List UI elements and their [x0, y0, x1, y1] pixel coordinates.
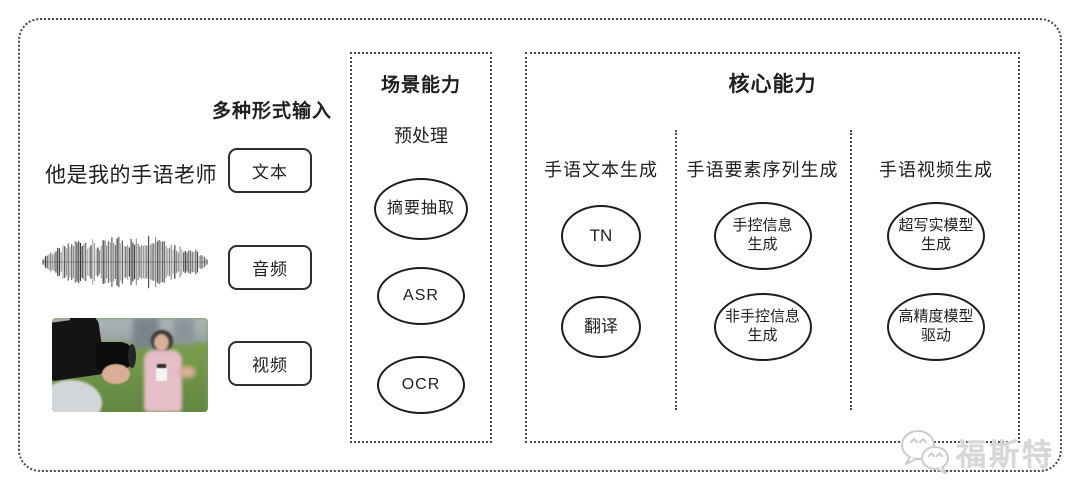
node-translation: 翻译: [561, 296, 641, 358]
photo-reporter-body: [144, 350, 182, 412]
node-label-line2: 生成: [920, 236, 951, 253]
node-manual-info-generation: 手控信息 生成: [713, 202, 812, 270]
input-type-label: 文本: [252, 163, 288, 182]
node-label-line1: 高精度模型: [898, 308, 974, 326]
photo-microphone-top: [157, 364, 166, 369]
column-sign-element-sequence-generation: 手语要素序列生成 手控信息 生成 非手控信息 生成: [675, 54, 850, 441]
scene-capability-box: 场景能力 预处理 摘要抽取 ASR OCR: [350, 52, 492, 443]
node-label: 翻译: [584, 317, 618, 337]
node-label-line2: 驱动: [920, 327, 951, 344]
node-label-line1: 非手控信息: [724, 308, 800, 326]
input-type-box-text: 文本: [228, 148, 312, 193]
node-tn: TN: [561, 205, 641, 267]
node-ocr: OCR: [377, 356, 465, 414]
preprocess-label: 预处理: [394, 126, 448, 146]
node-label-line2: 生成: [747, 236, 778, 253]
column-header: 手语视频生成: [879, 160, 993, 180]
core-capability-title: 核心能力: [728, 73, 817, 96]
sample-text-sentence: 他是我的手语老师: [45, 164, 217, 187]
node-label-line1: 超写实模型: [898, 217, 974, 235]
watermark: 福斯特: [898, 428, 1055, 476]
column-sign-video-generation: 手语视频生成 超写实模型 生成 高精度模型 驱动: [850, 54, 1022, 441]
photo-hand: [102, 364, 130, 384]
input-section-heading: 多种形式输入: [211, 101, 332, 122]
node-asr: ASR: [377, 267, 465, 325]
photo-camera-lens-ring: [128, 344, 136, 368]
input-type-box-audio: 音频: [228, 245, 312, 290]
photo-reporter-arm: [178, 366, 196, 378]
node-label: ASR: [403, 287, 439, 304]
node-summary-extraction: 摘要抽取: [374, 178, 468, 240]
input-type-label: 视频: [252, 356, 288, 375]
watermark-text: 福斯特: [956, 439, 1055, 472]
node-label-line1: 手控信息: [732, 217, 793, 235]
audio-waveform-icon: [42, 235, 208, 289]
column-divider: [850, 130, 852, 410]
node-nonmanual-info-generation: 非手控信息 生成: [713, 293, 812, 361]
reporter-photo: [52, 318, 208, 412]
core-capability-box: 核心能力 手语文本生成 TN 翻译 手语要素序列生成 手控信息 生成 非手控信息…: [525, 52, 1020, 443]
column-sign-text-generation: 手语文本生成 TN 翻译: [527, 54, 675, 441]
wechat-icon: [901, 430, 949, 474]
scene-capability-title: 场景能力: [380, 75, 461, 96]
node-high-precision-model-driving: 高精度模型 驱动: [887, 293, 985, 361]
photo-reporter-face: [154, 334, 169, 351]
photo-building: [173, 318, 194, 344]
node-label: 摘要抽取: [386, 200, 455, 217]
input-type-label: 音频: [252, 260, 288, 279]
outer-dotted-border: [18, 18, 1062, 472]
node-label: TN: [589, 226, 613, 246]
photo-microphone: [156, 368, 167, 381]
column-header: 手语要素序列生成: [686, 160, 839, 180]
input-type-box-video: 视频: [228, 341, 312, 386]
node-hyperrealistic-model-generation: 超写实模型 生成: [887, 202, 985, 270]
node-label: OCR: [401, 376, 441, 393]
column-divider: [675, 130, 677, 410]
node-label-line2: 生成: [747, 327, 778, 344]
column-header: 手语文本生成: [544, 160, 658, 180]
